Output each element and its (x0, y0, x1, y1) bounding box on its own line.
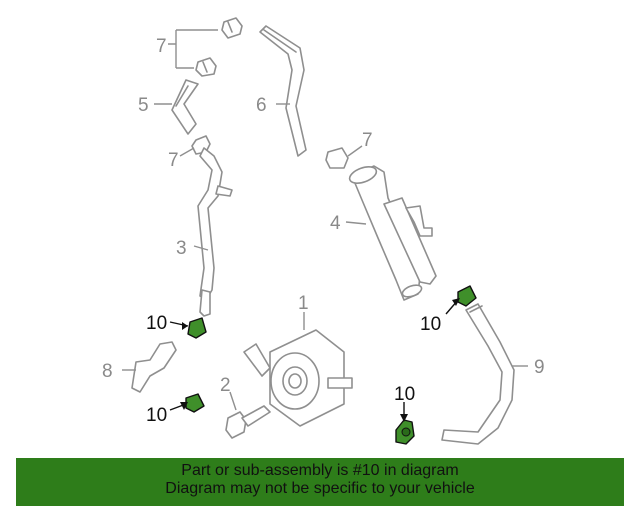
part-10-clamp-c (185, 393, 205, 413)
callout-10-a: 10 (146, 313, 167, 334)
callout-7-top: 7 (156, 36, 167, 57)
callout-10-c: 10 (146, 405, 167, 426)
callout-5: 5 (138, 95, 149, 116)
part-2-bolt (225, 405, 271, 439)
leader-4 (345, 221, 367, 225)
leader-2 (229, 391, 237, 411)
callout-10-d: 10 (394, 384, 415, 405)
part-10-clamp-a (187, 317, 207, 339)
banner-line-1: Part or sub-assembly is #10 in diagram (181, 462, 459, 479)
part-3-pipe (197, 147, 233, 317)
callout-1: 1 (298, 293, 309, 314)
callout-3: 3 (176, 238, 187, 259)
arrow-10-b (452, 298, 460, 306)
arrow-10-a (182, 322, 188, 330)
callout-2: 2 (220, 375, 231, 396)
leader-3 (193, 245, 209, 251)
part-6-hose (259, 25, 307, 157)
part-4-tube (348, 165, 437, 301)
arrow-10-d (400, 414, 408, 422)
notice-banner: Part or sub-assembly is #10 in diagram D… (16, 458, 624, 506)
callout-7-left: 7 (168, 150, 179, 171)
part-10-clamp-b (457, 285, 477, 307)
callout-10-b: 10 (420, 314, 441, 335)
callout-6: 6 (256, 95, 267, 116)
part-5-hose (171, 79, 199, 135)
leader-7-left (179, 147, 195, 157)
part-7-clamp-top (221, 17, 243, 39)
part-7-clamp-right (325, 147, 349, 169)
leader-7-top (168, 29, 218, 69)
callout-8: 8 (102, 361, 113, 382)
arrow-10-c (180, 402, 188, 410)
part-9-hose (441, 303, 515, 445)
part-10-clamp-d (395, 419, 415, 445)
callout-7-right: 7 (362, 130, 373, 151)
callout-9: 9 (534, 357, 545, 378)
part-7-clamp-mid (195, 57, 217, 77)
callout-4: 4 (330, 213, 341, 234)
banner-line-2: Diagram may not be specific to your vehi… (165, 480, 475, 497)
part-1-oil-cooler (243, 329, 353, 427)
leader-7-right (347, 145, 363, 157)
part-8-hose (131, 341, 177, 393)
